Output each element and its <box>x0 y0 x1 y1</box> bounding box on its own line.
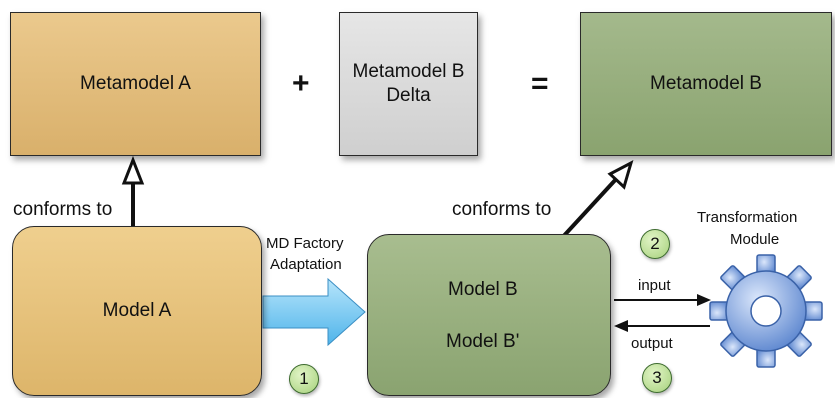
step-1-badge: 1 <box>289 364 319 394</box>
output-arrow <box>614 320 710 332</box>
metamodel-b-box: Metamodel B <box>580 12 832 156</box>
adaptation-label-line1: MD Factory <box>266 235 344 252</box>
model-b-prime-label: Model B' <box>446 331 520 352</box>
input-arrow <box>614 294 711 306</box>
transformation-label-line2: Module <box>730 231 780 248</box>
metamodel-b-delta-label-line1: Metamodel B <box>352 61 465 82</box>
model-b-box: Model B Model B' <box>367 234 611 396</box>
step-3-badge: 3 <box>642 363 672 393</box>
adaptation-arrow <box>262 277 366 347</box>
adaptation-label-line2: Adaptation <box>270 256 342 273</box>
conforms-to-label-left: conforms to <box>13 199 113 220</box>
conforms-to-label-right: conforms to <box>452 199 552 220</box>
conforms-to-arrow-right <box>558 160 634 242</box>
metamodel-a-box: Metamodel A <box>10 12 261 156</box>
equals-operator: = <box>531 67 549 100</box>
model-b-label: Model B <box>448 279 518 300</box>
gear-icon <box>709 254 823 368</box>
input-label: input <box>638 277 671 294</box>
model-a-box: Model A <box>12 226 262 396</box>
transformation-label-line1: Transformation <box>697 209 798 226</box>
model-a-label: Model A <box>102 300 172 321</box>
output-label: output <box>631 335 673 352</box>
metamodel-a-label: Metamodel A <box>80 73 191 94</box>
step-2-badge: 2 <box>640 229 670 259</box>
conforms-to-arrow-left <box>121 155 145 226</box>
metamodel-b-delta-label-line2: Delta <box>386 85 431 106</box>
metamodel-b-label: Metamodel B <box>650 73 762 94</box>
plus-operator: + <box>292 67 310 100</box>
metamodel-b-delta-box: Metamodel B Delta <box>339 12 478 156</box>
